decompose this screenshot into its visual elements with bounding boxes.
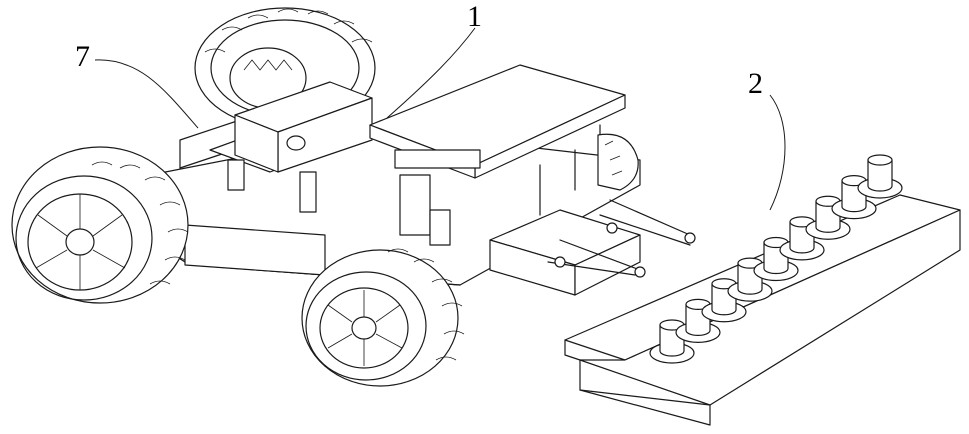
callout-7: 7 xyxy=(75,40,198,128)
callout-2: 2 xyxy=(748,67,785,210)
callout-label-1: 1 xyxy=(467,0,482,33)
front-left-wheel xyxy=(12,147,188,303)
callout-label-2: 2 xyxy=(748,67,763,100)
rear-right-wheel xyxy=(598,134,638,190)
roller xyxy=(858,155,902,198)
callout-label-7: 7 xyxy=(75,40,90,73)
